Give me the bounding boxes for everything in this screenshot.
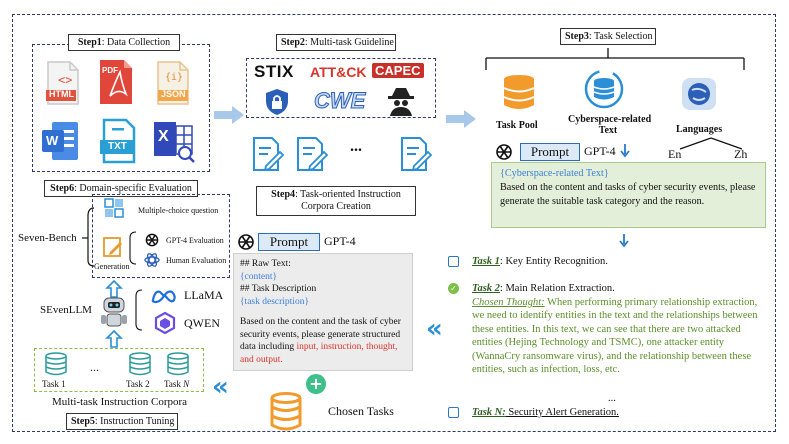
guideline-doc-icon-2 xyxy=(296,136,329,172)
llama-label: LLaMA xyxy=(184,288,224,302)
meta-logo-icon xyxy=(150,288,178,304)
gpt4-label-step4: GPT-4 xyxy=(324,234,356,248)
robot-icon xyxy=(100,296,128,330)
chosen-tasks-label: Chosen Tasks xyxy=(328,404,394,418)
task-pool-label: Task Pool xyxy=(496,120,538,131)
seven-bench-label: Seven-Bench xyxy=(18,232,77,244)
mcq-label: Multiple-choice question xyxy=(138,206,219,215)
json-glyph: {i} xyxy=(165,72,184,83)
arrow-step1-step2 xyxy=(214,106,244,124)
selection-instruction-text: Based on the content and tasks of cyber … xyxy=(500,182,756,207)
openai-logo-icon-eval xyxy=(144,232,160,248)
taskn-item: Task N: Security Alert Generation. xyxy=(472,407,619,418)
arrow-step2-step3 xyxy=(446,110,476,128)
step2-label: Step2: Multi-task Guideline xyxy=(276,34,396,51)
capec-logo: CAPEC xyxy=(372,63,424,78)
gpt4-eval-label: GPT-4 Evaluation xyxy=(166,236,224,245)
languages-branches xyxy=(679,137,743,150)
qwen-label: QWEN xyxy=(184,316,220,330)
corpora-task1-label: Task 1 xyxy=(42,379,66,389)
json-text: JSON xyxy=(161,89,186,99)
word-glyph: W xyxy=(46,133,59,148)
sevenllm-label: SEvenLLM xyxy=(40,304,92,316)
generation-bracket xyxy=(129,231,137,265)
guideline-ellipsis: ... xyxy=(350,138,362,155)
cwe-logo: CWE xyxy=(313,88,366,114)
task-selection-prompt-box: {Cyberspace-related Text} Based on the c… xyxy=(491,162,766,228)
json-file-icon: {i} JSON xyxy=(154,60,192,106)
cyber-text-placeholder: {Cyberspace-related Text} xyxy=(500,168,609,179)
corpora-dots: ... xyxy=(90,360,99,374)
outer-frame xyxy=(12,14,776,432)
generation-label: Generation xyxy=(94,262,130,271)
guideline-doc-icon-3 xyxy=(400,136,433,172)
gpt4-label-step3: GPT-4 xyxy=(584,144,616,158)
word-file-icon: W xyxy=(40,120,80,164)
corpora-label: Multi-task Instruction Corpora xyxy=(52,396,188,408)
cyberspace-text-icon xyxy=(584,68,624,110)
corpora-panel xyxy=(34,348,204,392)
openai-logo-icon-step3 xyxy=(494,142,514,162)
corpora-db-icon-2 xyxy=(128,352,152,376)
attck-logo: ATT&CK xyxy=(310,64,367,80)
excel-glyph: X xyxy=(158,128,169,145)
lang-zh: Zh xyxy=(734,147,748,161)
step6-panel xyxy=(92,194,230,278)
task2-check-icon[interactable]: ✓ xyxy=(448,283,459,294)
chevron-left-icon-step4: « xyxy=(212,372,229,402)
txt-text: TXT xyxy=(108,141,127,152)
shield-lock-icon xyxy=(264,88,290,116)
prompt-box-step3: Prompt xyxy=(520,143,580,161)
step3-label: Step3: Task Selection xyxy=(560,28,656,45)
arrow-up-to-eval xyxy=(105,279,123,298)
generation-icon xyxy=(102,236,124,258)
corpora-task2-label: Task 2 xyxy=(126,379,150,389)
qwen-logo-icon xyxy=(154,311,176,335)
lang-en: En xyxy=(668,147,682,161)
html-text: HTML xyxy=(49,89,74,99)
seven-bench-bracket xyxy=(82,207,95,267)
spy-icon xyxy=(386,86,416,116)
languages-label: Languages xyxy=(676,124,723,135)
arrow-up-to-model xyxy=(105,329,123,348)
html-file-icon: <> HTML xyxy=(44,60,82,106)
pdf-file-icon: PDF xyxy=(96,58,136,106)
openai-logo-icon-step4 xyxy=(236,232,256,252)
taskn-checkbox[interactable] xyxy=(448,407,459,418)
task1-item: Task 1: Key Entity Recognition. xyxy=(472,256,608,267)
chosen-tasks-db-icon xyxy=(270,392,302,432)
prompt-box-step4: Prompt xyxy=(258,233,320,251)
chevron-left-icon-tasks: « xyxy=(426,314,443,344)
pdf-text: PDF xyxy=(102,66,118,75)
plus-icon[interactable]: + xyxy=(306,374,326,394)
instruction-prompt-box: ## Raw Text: {content} ## Task Descripti… xyxy=(233,253,413,371)
task2-item: Task 2: Main Relation Extraction. Chosen… xyxy=(472,283,758,375)
task1-checkbox[interactable] xyxy=(448,256,459,267)
svg-text:<>: <> xyxy=(58,73,72,87)
corpora-db-icon-1 xyxy=(44,352,68,376)
human-eval-icon xyxy=(144,252,160,268)
step3-tree xyxy=(485,48,745,70)
step6-label: Step6: Domain-specific Evaluation xyxy=(44,180,198,197)
txt-file-icon: TXT xyxy=(98,118,138,164)
arrow-down-step3 xyxy=(620,144,630,158)
step2-panel xyxy=(246,58,436,118)
multiple-choice-icon xyxy=(104,198,124,218)
stix-logo: STIX xyxy=(254,62,294,81)
task-pool-db-icon xyxy=(502,74,536,110)
corpora-taskn-label: Task N xyxy=(164,379,190,389)
corpora-db-icon-n xyxy=(166,352,190,376)
model-bracket xyxy=(135,289,143,331)
step5-label: Step5: Instruction Tuning xyxy=(66,413,178,430)
step1-label: Step1: Data Collection xyxy=(68,34,180,51)
guideline-doc-icon-1 xyxy=(252,136,285,172)
human-eval-label: Human Evaluation xyxy=(166,256,227,265)
languages-globe-icon xyxy=(680,76,718,112)
tasks-ellipsis: ... xyxy=(608,393,616,404)
arrow-down-to-tasks xyxy=(619,234,629,248)
excel-file-icon: X xyxy=(152,118,196,164)
